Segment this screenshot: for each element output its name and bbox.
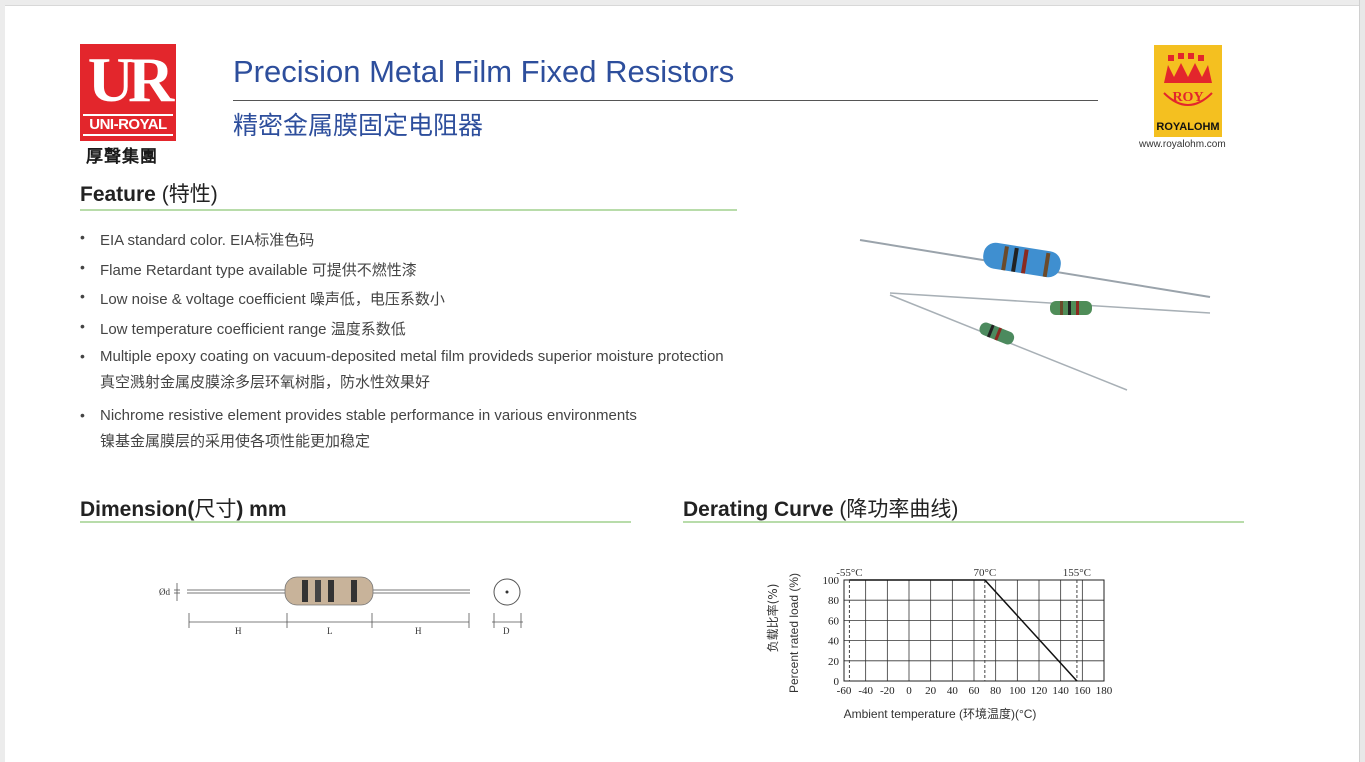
dimension-heading-cn: 尺寸 (194, 498, 237, 521)
logo-brand-name: ROYALOHM (1156, 121, 1220, 133)
logo-mark: ROY (1172, 90, 1203, 105)
feature-divider (80, 209, 737, 211)
resistor-photo (859, 239, 1211, 391)
temperature-annotation: 155°C (1063, 567, 1091, 579)
dimension-divider (80, 521, 631, 523)
bullet-icon: • (80, 407, 85, 423)
diameter-label: Ød (159, 587, 170, 597)
bullet-icon: • (80, 259, 85, 275)
y-tick-labels: 0 20 40 60 80 100 (823, 575, 840, 688)
list-item-subtext: 镍基金属膜层的采用使各项性能更加稳定 (100, 433, 371, 450)
h-left-label: H (235, 626, 242, 636)
bullet-icon: • (80, 288, 85, 304)
dimension-heading: Dimension(尺寸) mm (80, 493, 287, 523)
temperature-annotation: -55°C (836, 567, 862, 579)
crown-emblem-icon: ROY (1163, 53, 1213, 106)
feature-heading-cn: (特性) (161, 183, 218, 206)
derating-curve-chart: -60 -40 -20 0 20 40 60 80 100 120 140 160 180 0 20 40 6… (765, 567, 1113, 721)
feature-heading-en: Feature (80, 183, 156, 206)
x-tick-label: 40 (947, 685, 959, 697)
royalohm-logo: ROY ROYALOHM (1154, 45, 1222, 137)
y-tick-label: 20 (828, 656, 840, 668)
h-right-label: H (415, 626, 422, 636)
list-item-text: Nichrome resistive element provides stab… (100, 407, 637, 424)
bullet-icon: • (80, 229, 85, 245)
temperature-annotation: 70°C (973, 567, 996, 579)
chart-series (849, 579, 1078, 682)
list-item-subtext: 真空溅射金属皮膜涂多层环氧树脂，防水性效果好 (100, 374, 431, 391)
y-tick-label: 100 (823, 575, 840, 587)
chart-annotations: -55°C 70°C 155°C (836, 567, 1091, 579)
page-title: Precision Metal Film Fixed Resistors (233, 54, 735, 89)
window-top-edge (0, 0, 1365, 6)
logo-letters: UR (87, 44, 174, 115)
x-tick-label: 100 (1009, 685, 1026, 697)
feature-heading: Feature (特性) (80, 178, 218, 208)
list-item-text: Flame Retardant type available 可提供不燃性漆 (100, 262, 417, 279)
list-item-text: EIA standard color. EIA标准色码 (100, 232, 315, 249)
y-tick-label: 60 (828, 615, 840, 627)
x-tick-label: 20 (925, 685, 937, 697)
y-tick-label: 0 (834, 676, 840, 688)
x-tick-labels: -60 -40 -20 0 20 40 60 80 100 120 140 160 180 (837, 685, 1113, 697)
window-right-edge (1359, 0, 1365, 762)
l-label: L (327, 626, 333, 636)
logo-brand-name: UNI-ROYAL (83, 114, 173, 136)
list-item-text: Low noise & voltage coefficient 噪声低，电压系数… (100, 291, 445, 308)
x-tick-label: -40 (858, 685, 873, 697)
website-url: www.royalohm.com (1139, 139, 1226, 150)
x-tick-label: 80 (990, 685, 1002, 697)
x-tick-label: 180 (1096, 685, 1113, 697)
derating-line (849, 579, 1078, 682)
x-tick-label: 160 (1074, 685, 1091, 697)
x-tick-label: -20 (880, 685, 895, 697)
y-axis-label: Percent rated load (%) (787, 573, 801, 693)
x-tick-label: 0 (906, 685, 912, 697)
dimension-heading-unit: ) mm (236, 498, 287, 521)
x-tick-label: 120 (1031, 685, 1048, 697)
page-title-chinese: 精密金属膜固定电阻器 (233, 112, 484, 140)
logo-chinese-name: 厚聲集團 (86, 147, 158, 167)
bullet-icon: • (80, 348, 85, 364)
bullet-icon: • (80, 318, 85, 334)
list-item-text: Low temperature coefficient range 温度系数低 (100, 321, 406, 338)
list-item-text: Multiple epoxy coating on vacuum-deposit… (100, 348, 724, 365)
derating-heading-cn: (降功率曲线) (839, 498, 959, 521)
derating-divider (683, 521, 1244, 523)
y-axis-label-chinese: 负载比率(%) (765, 584, 780, 653)
x-axis-label: Ambient temperature (环境温度)(°C) (844, 706, 1037, 721)
chart-reference-lines (848, 580, 1078, 681)
uniroyal-logo: UR UNI-ROYAL (80, 44, 176, 141)
y-tick-label: 80 (828, 595, 840, 607)
window-left-edge (0, 0, 5, 762)
y-tick-label: 40 (828, 636, 840, 648)
derating-heading: Derating Curve (降功率曲线) (683, 493, 958, 523)
x-tick-label: 60 (969, 685, 981, 697)
title-divider (233, 100, 1098, 101)
d-label: D (503, 626, 510, 636)
chart-grid (843, 579, 1105, 682)
x-tick-label: -60 (837, 685, 852, 697)
derating-heading-en: Derating Curve (683, 498, 834, 521)
x-tick-label: 140 (1052, 685, 1069, 697)
dimension-diagram: Ød H L H D (159, 576, 523, 636)
dimension-heading-en: Dimension( (80, 498, 195, 521)
